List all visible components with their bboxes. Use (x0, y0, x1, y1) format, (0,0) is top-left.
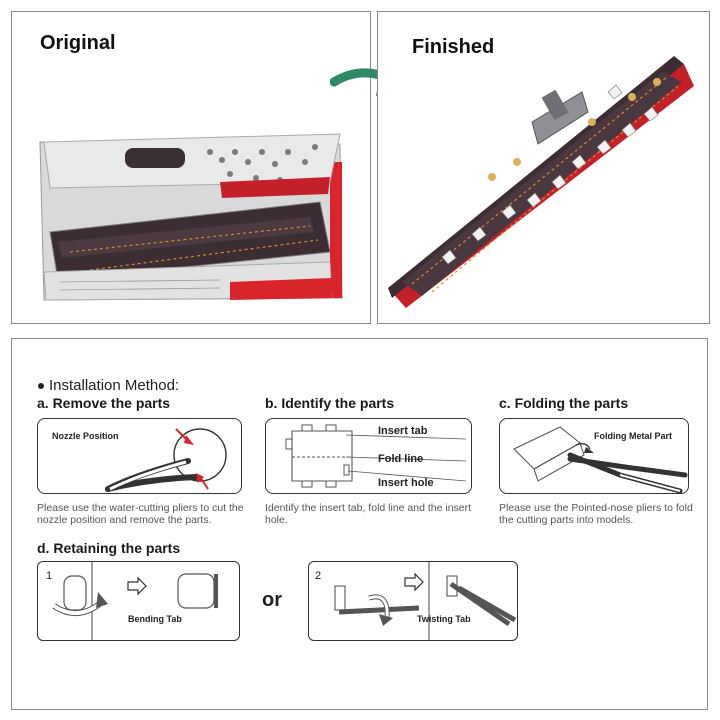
option-2-number: 2 (315, 570, 322, 582)
step-b-illustration: Insert tab Fold line Insert hole (265, 418, 472, 494)
nozzle-position-label: Nozzle Position (52, 431, 119, 441)
insert-tab-label: Insert tab (378, 425, 428, 437)
option-1-number: 1 (46, 570, 53, 582)
step-c-title: c. Folding the parts (499, 395, 629, 411)
fold-line-label: Fold line (378, 453, 424, 465)
twisting-tab-label: Twisting Tab (417, 614, 471, 624)
step-a-illustration: Nozzle Position (37, 418, 242, 494)
installation-heading: Installation Method: (38, 377, 179, 394)
step-c-illustration: Folding Metal Part (499, 418, 689, 494)
aircraft-carrier-image (388, 56, 694, 308)
insert-hole-label: Insert hole (378, 477, 434, 489)
metal-sheets-image (39, 133, 343, 301)
pliers-cut-icon (105, 428, 227, 492)
bending-tab-icon (52, 562, 218, 640)
finished-panel: Finished (377, 11, 710, 324)
twisting-tab-icon (334, 562, 517, 640)
original-panel: Original (11, 11, 371, 324)
step-a-title: a. Remove the parts (37, 395, 171, 411)
bending-tab-illustration: 1 Bending Tab (37, 561, 240, 641)
step-a-description: Please use the water-cutting pliers to c… (37, 502, 244, 526)
bullet-icon (38, 383, 44, 390)
folding-metal-part-label: Folding Metal Part (594, 431, 673, 441)
step-b-description: Identify the insert tab, fold line and t… (265, 502, 472, 526)
twisting-tab-illustration: 2 Twisting Tab (308, 561, 518, 641)
part-diagram-icon (285, 424, 467, 488)
bending-tab-label: Bending Tab (128, 614, 182, 624)
pliers-fold-icon (513, 426, 688, 493)
step-b-title: b. Identify the parts (265, 395, 395, 411)
installation-panel: Installation Method: a. Remove the parts… (11, 338, 708, 710)
step-d-title: d. Retaining the parts (37, 540, 181, 556)
installation-heading-text: Installation Method: (49, 377, 180, 394)
or-label: or (262, 589, 282, 611)
step-c-description: Please use the Pointed-nose pliers to fo… (499, 502, 693, 526)
original-title: Original (40, 32, 116, 54)
finished-title: Finished (412, 36, 495, 58)
